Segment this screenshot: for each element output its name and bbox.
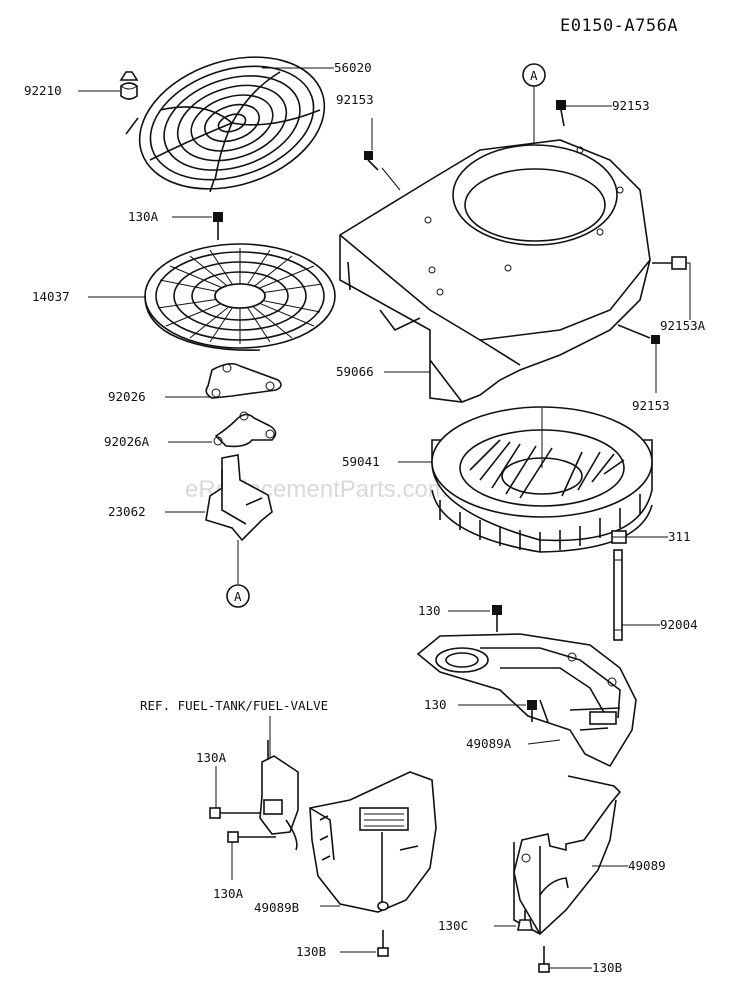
- label-130A-top[interactable]: 130A: [128, 209, 159, 224]
- label-49089A[interactable]: 49089A: [466, 736, 512, 751]
- part-130-bolt-upper[interactable]: [492, 605, 502, 632]
- part-130C-bolt[interactable]: [517, 910, 533, 931]
- part-59041-flywheel-fan[interactable]: [431, 406, 653, 553]
- label-59066[interactable]: 59066: [336, 364, 374, 379]
- part-49089-baffle[interactable]: [513, 775, 622, 936]
- label-92153-bottom-right[interactable]: 92153: [632, 398, 670, 413]
- diagram-code: E0150-A756A: [560, 16, 678, 36]
- label-49089[interactable]: 49089: [628, 858, 666, 873]
- part-92153-bolt-top-right[interactable]: [556, 100, 566, 127]
- label-14037[interactable]: 14037: [32, 289, 70, 304]
- leader-92153A: [686, 262, 691, 320]
- part-130B-bolt-right[interactable]: [538, 946, 550, 973]
- label-130A-left[interactable]: 130A: [196, 750, 227, 765]
- part-92004-stud[interactable]: [613, 549, 623, 641]
- part-fuel-valve-bracket[interactable]: [259, 740, 299, 851]
- label-56020[interactable]: 56020: [334, 60, 372, 75]
- label-92026A[interactable]: 92026A: [104, 434, 150, 449]
- label-130-lower[interactable]: 130: [424, 697, 447, 712]
- label-130A-lower[interactable]: 130A: [213, 886, 244, 901]
- callout-a-bottom: A: [226, 540, 250, 608]
- svg-text:A: A: [530, 68, 538, 83]
- label-130-upper[interactable]: 130: [418, 603, 441, 618]
- leader-49089A: [527, 739, 561, 745]
- label-92004[interactable]: 92004: [660, 617, 698, 632]
- label-92026[interactable]: 92026: [108, 389, 146, 404]
- part-23062-bracket[interactable]: [205, 454, 273, 542]
- part-92026-plate[interactable]: [205, 362, 282, 399]
- part-130A-bolt-top[interactable]: [213, 212, 223, 240]
- label-23062[interactable]: 23062: [108, 504, 146, 519]
- part-130A-bolt-left[interactable]: [209, 807, 262, 819]
- leader-92153-left-b: [381, 167, 401, 191]
- label-130C[interactable]: 130C: [438, 918, 468, 933]
- label-130B-right[interactable]: 130B: [592, 960, 622, 975]
- label-130B-left[interactable]: 130B: [296, 944, 326, 959]
- part-311-nut[interactable]: [611, 530, 627, 544]
- part-92153-bolt-bottom-right[interactable]: [617, 324, 660, 344]
- part-92153-bolt-left[interactable]: [364, 151, 379, 171]
- part-130B-bolt-left[interactable]: [377, 930, 389, 957]
- part-130-bolt-lower[interactable]: [527, 700, 537, 722]
- part-92026A-plate[interactable]: [213, 411, 277, 448]
- label-92153A[interactable]: 92153A: [660, 318, 706, 333]
- label-49089B[interactable]: 49089B: [254, 900, 299, 915]
- label-92210[interactable]: 92210: [24, 83, 62, 98]
- part-56020-screen[interactable]: [122, 35, 341, 212]
- part-49089B-baffle[interactable]: [309, 771, 437, 913]
- label-92153-left[interactable]: 92153: [336, 92, 374, 107]
- part-14037-fan-guard[interactable]: [144, 243, 336, 351]
- label-59041[interactable]: 59041: [342, 454, 380, 469]
- part-92210-nut[interactable]: [119, 71, 139, 100]
- ref-note: REF. FUEL-TANK/FUEL-VALVE: [140, 698, 328, 713]
- label-92153-top-right[interactable]: 92153: [612, 98, 650, 113]
- part-130A-bolt-lower[interactable]: [227, 831, 276, 843]
- part-59066-shroud[interactable]: [339, 139, 651, 403]
- label-311[interactable]: 311: [668, 529, 691, 544]
- part-92153A-bolt[interactable]: [652, 256, 687, 270]
- svg-text:A: A: [234, 589, 242, 604]
